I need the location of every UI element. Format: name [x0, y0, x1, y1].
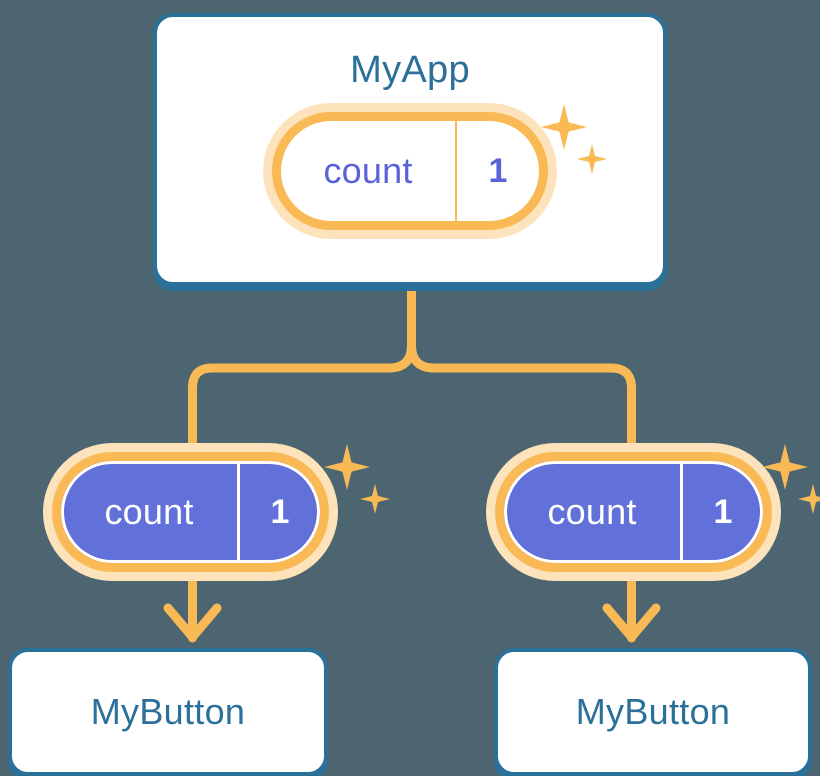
sparkle-large-icon — [324, 444, 370, 490]
sparkle-small-icon — [798, 484, 820, 514]
component-title-myapp: MyApp — [350, 49, 470, 91]
state-pill-child-left[interactable]: count 1 — [52, 452, 329, 572]
state-value-label: 1 — [455, 121, 539, 221]
state-pill-body: count 1 — [272, 112, 548, 230]
state-pill-child-right[interactable]: count 1 — [495, 452, 772, 572]
sparkle-small-icon — [360, 484, 390, 514]
state-value-label: 1 — [237, 461, 320, 563]
state-pill-body: count 1 — [495, 452, 772, 572]
connector-branch-left — [188, 340, 416, 457]
component-card-mybutton-left[interactable]: MyButton — [8, 648, 328, 776]
state-value-label: 1 — [680, 461, 763, 563]
state-key-label: count — [104, 491, 194, 532]
state-pill-body: count 1 — [52, 452, 329, 572]
sparkle-icon-child-left — [324, 444, 394, 520]
state-key-label: count — [547, 491, 637, 532]
state-key-label: count — [323, 150, 413, 191]
state-pill-myapp[interactable]: count 1 — [272, 112, 548, 230]
arrow-head-right — [602, 603, 661, 642]
connector-branch-right — [407, 340, 636, 457]
arrow-head-left — [163, 603, 222, 642]
component-card-mybutton-right[interactable]: MyButton — [494, 648, 812, 776]
component-title-mybutton-left: MyButton — [90, 691, 246, 732]
component-title-mybutton-right: MyButton — [575, 691, 731, 732]
